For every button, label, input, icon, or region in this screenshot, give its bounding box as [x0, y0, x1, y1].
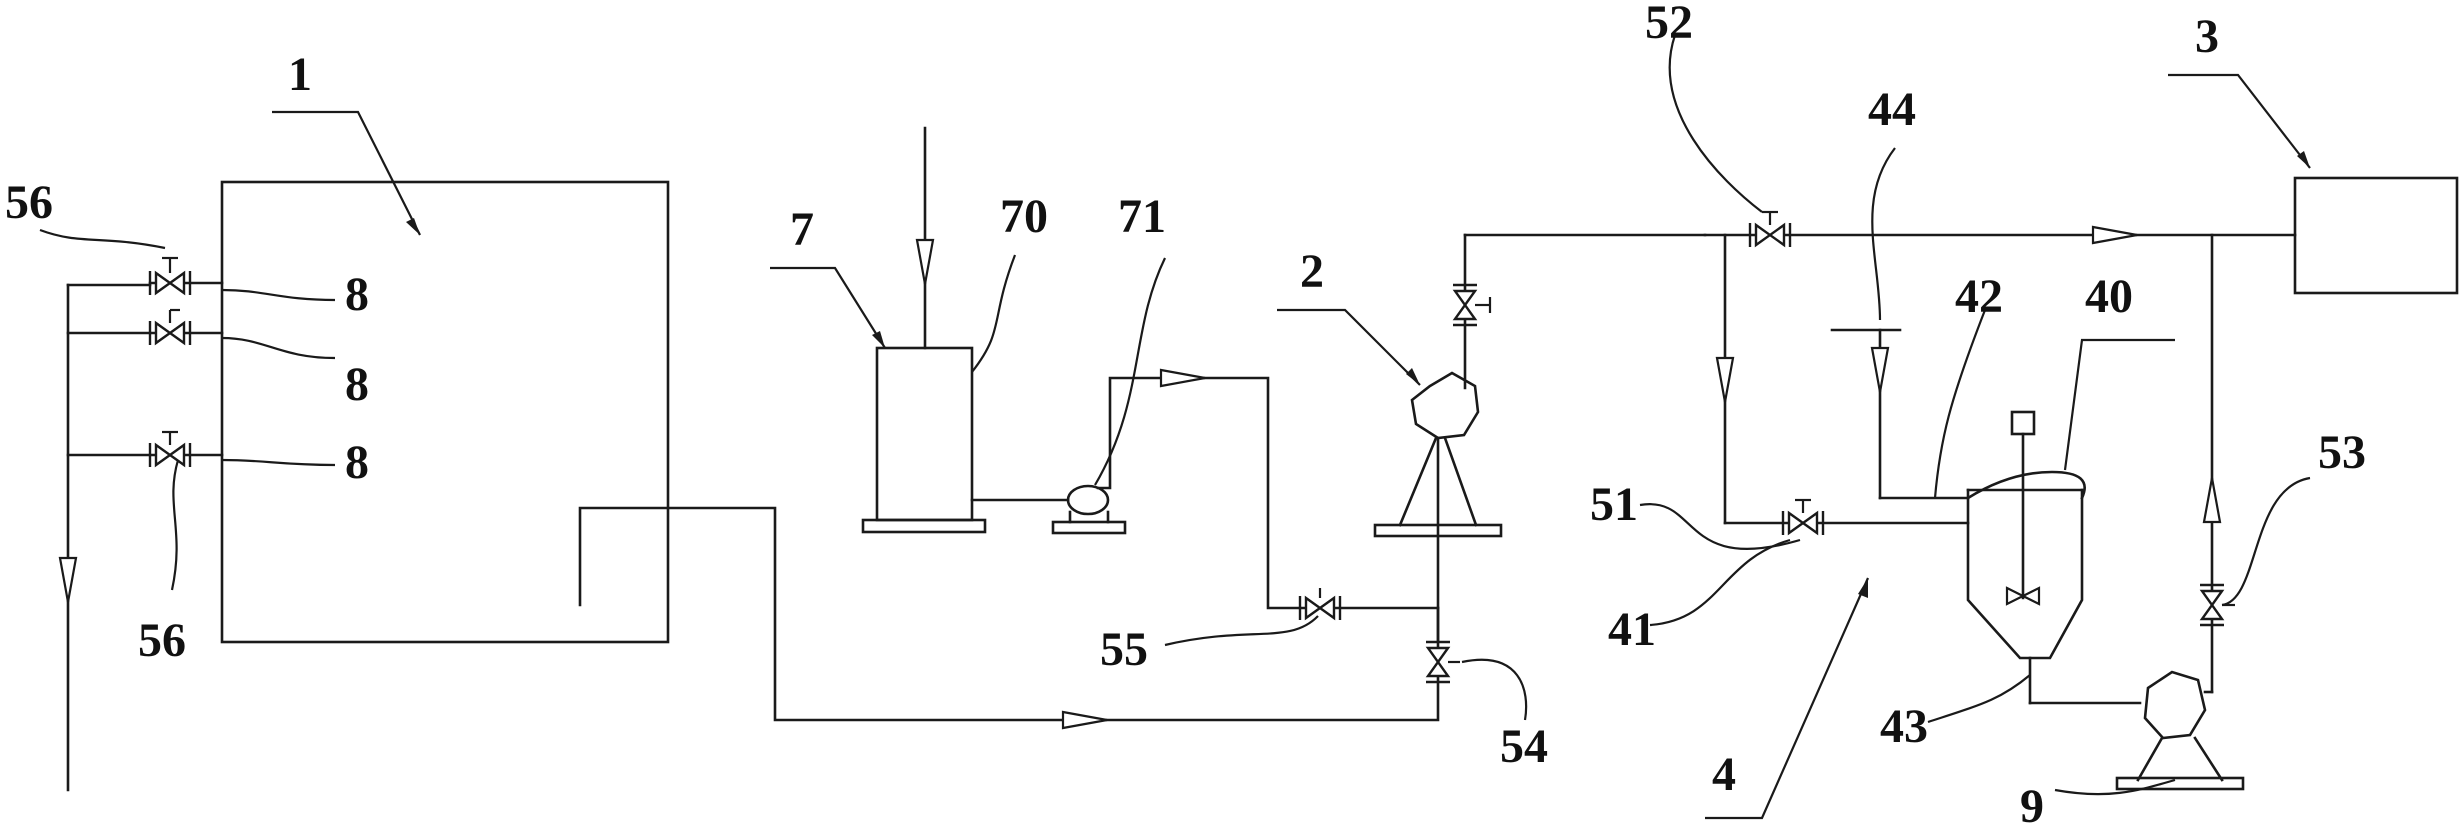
- flow-arrow-down: [915, 238, 935, 286]
- flow-arrow-down: [58, 556, 78, 604]
- label-vessel-40: 40: [2085, 270, 2133, 323]
- label-valve-56-top: 56: [5, 176, 53, 229]
- label-tank-70: 70: [1000, 190, 1048, 243]
- box-3: [2293, 176, 2459, 295]
- left-manifold: [58, 283, 152, 792]
- label-valve-53: 53: [2318, 426, 2366, 479]
- label-tank-1: 1: [288, 48, 312, 101]
- label-pump-71: 71: [1118, 190, 1166, 243]
- label-pipe-41: 41: [1608, 603, 1656, 656]
- label-pipe-43: 43: [1880, 700, 1928, 753]
- label-valve-52: 52: [1645, 0, 1693, 49]
- label-valve-8-top: 8: [345, 268, 369, 321]
- unit-7: [861, 126, 1302, 610]
- valve-56-top: [148, 256, 224, 297]
- label-valve-55: 55: [1100, 623, 1148, 676]
- labels: 1 56 8 8 8 56 7 70 71 2 55 54 52 44 42 4…: [5, 0, 2366, 830]
- flow-arrow-right: [2091, 225, 2139, 245]
- label-pump-9: 9: [2020, 780, 2044, 830]
- tank-70: [875, 346, 974, 522]
- header-line: [1463, 210, 2297, 525]
- pipe-44-feed: [1830, 328, 1970, 500]
- flow-arrow-right: [1061, 710, 1109, 730]
- pump-71: [1051, 376, 1302, 610]
- valve-51: [1723, 498, 1970, 537]
- label-valve-54: 54: [1500, 720, 1548, 773]
- leader-lines: [39, 34, 2311, 820]
- valve-56-bottom: [148, 430, 224, 469]
- pump-9: [2115, 233, 2245, 791]
- vessel-40: [1966, 410, 2142, 705]
- valve-pump-2-outlet: [1451, 283, 1492, 327]
- tank-1: [220, 180, 1440, 730]
- valve-54: [1424, 640, 1460, 684]
- label-pump-2: 2: [1300, 245, 1324, 298]
- flow-arrow-up: [2202, 476, 2222, 524]
- label-unit-4: 4: [1712, 748, 1736, 801]
- label-box-3: 3: [2195, 10, 2219, 63]
- pump-2: [1373, 233, 1503, 642]
- flow-arrow-down: [1870, 346, 1890, 394]
- label-valve-51: 51: [1590, 478, 1638, 531]
- label-unit-7: 7: [790, 203, 814, 256]
- flow-arrow-right: [1159, 368, 1207, 388]
- label-pipe-44: 44: [1868, 83, 1916, 136]
- valve-55: [1298, 588, 1440, 622]
- valve-8-mid: [148, 308, 224, 347]
- flow-arrow-down: [1715, 356, 1735, 404]
- label-valve-8-mid: 8: [345, 358, 369, 411]
- label-pipe-42: 42: [1955, 270, 2003, 323]
- label-valve-8-bottom: 8: [345, 436, 369, 489]
- label-valve-56-bottom: 56: [138, 614, 186, 667]
